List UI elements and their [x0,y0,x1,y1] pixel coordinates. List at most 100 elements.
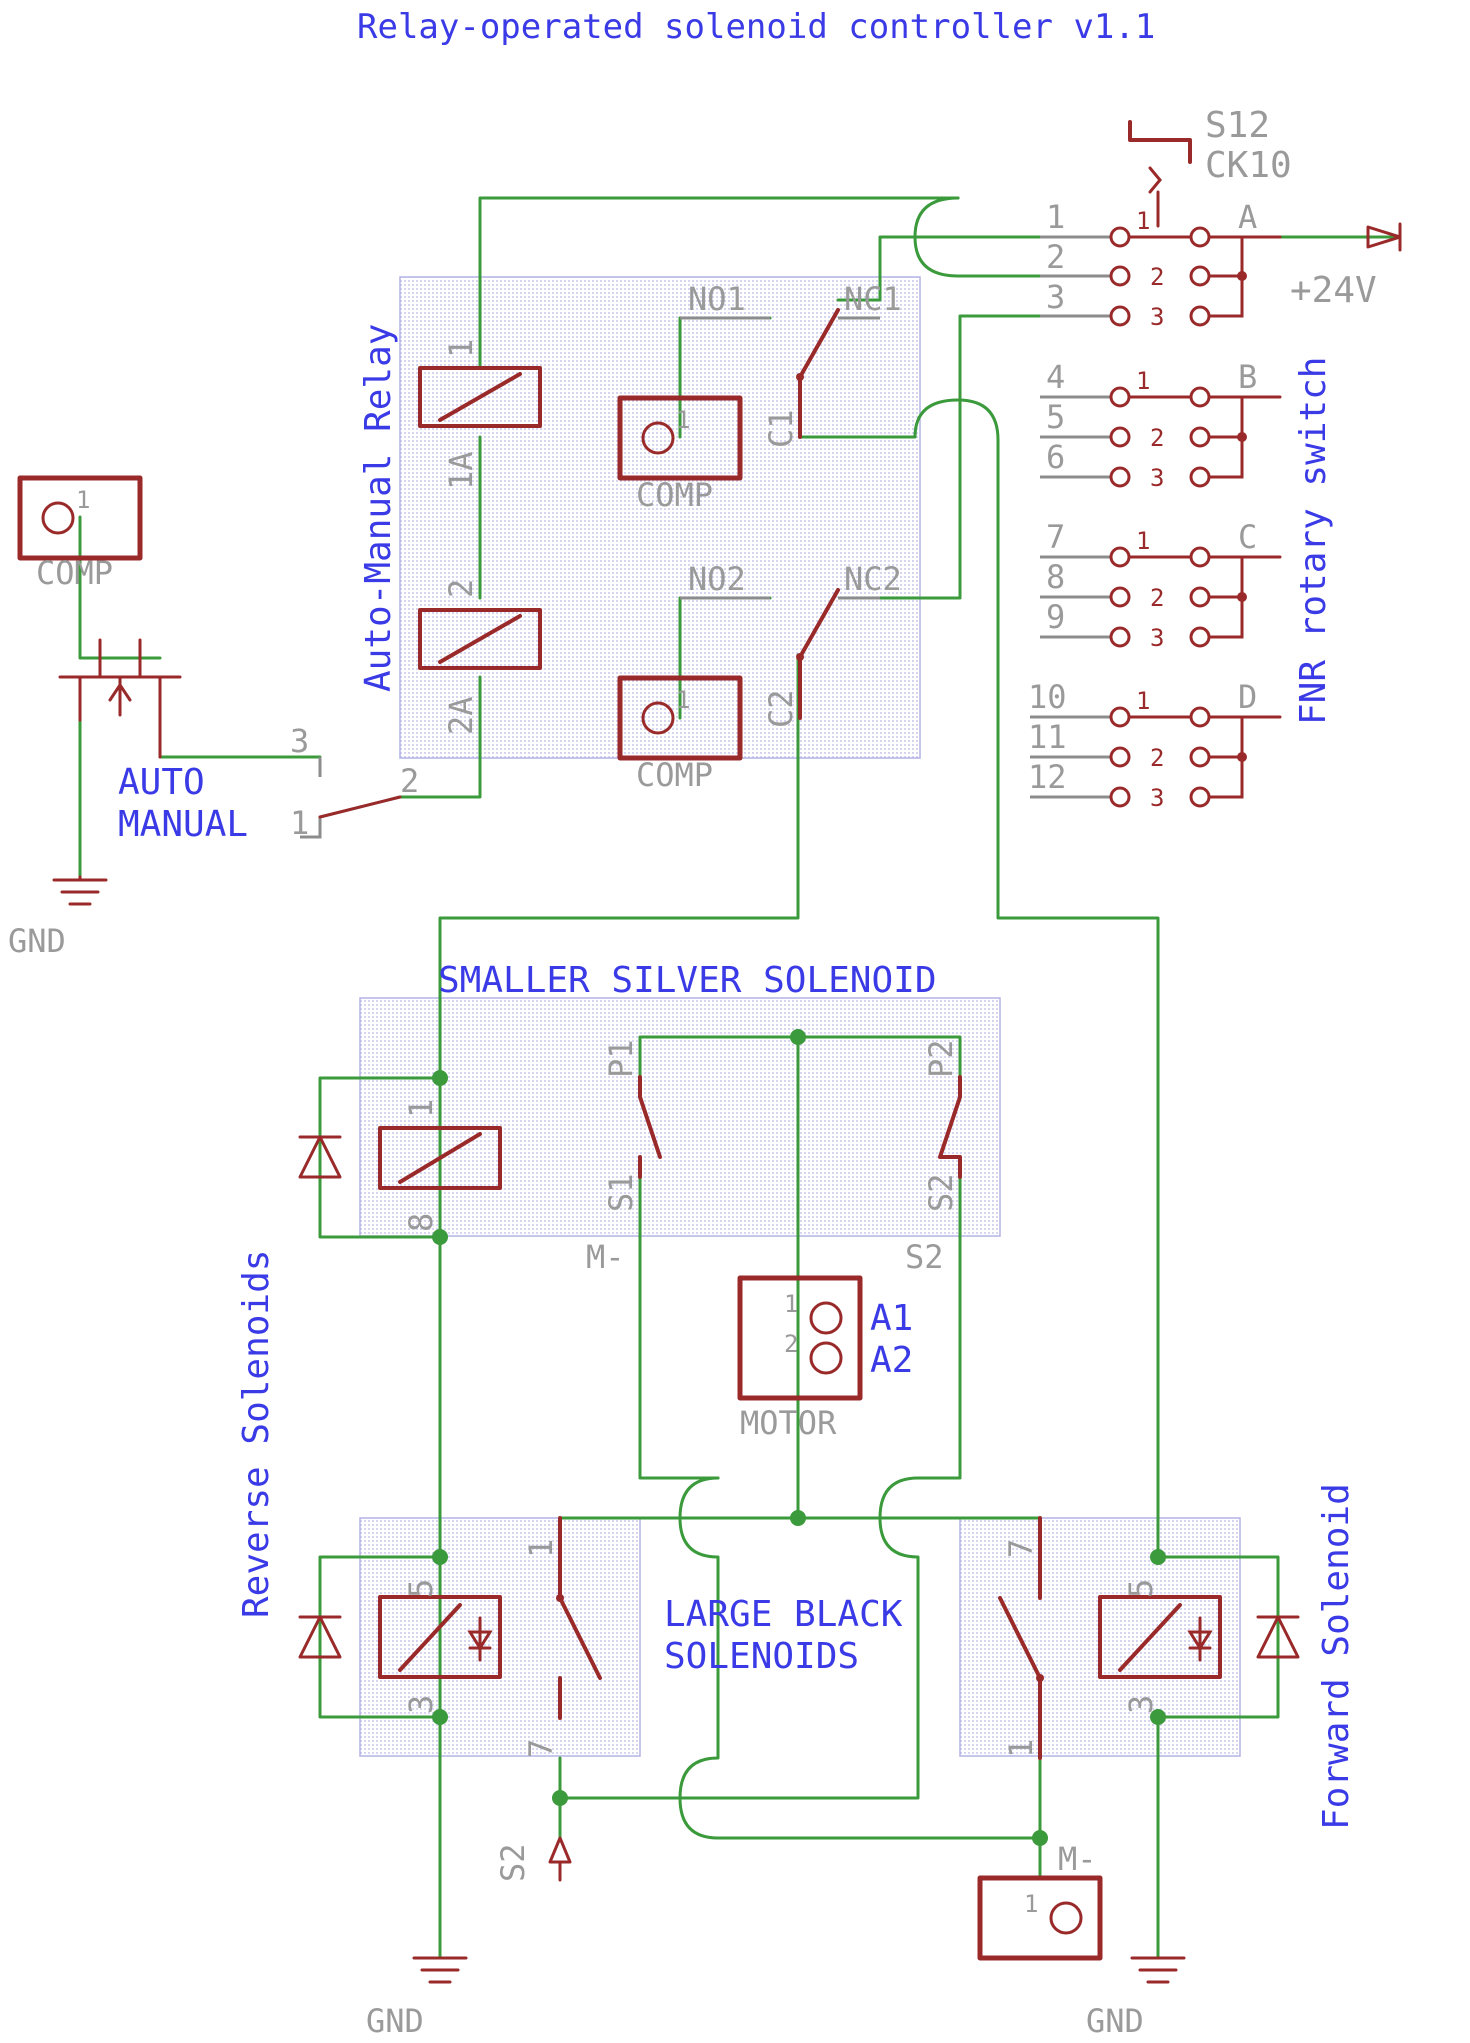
svg-text:S1: S1 [602,1173,640,1212]
schematic-title: Relay-operated solenoid controller v1.1 [357,7,1155,47]
rotary-pin-8: 8 [1046,558,1065,596]
wafer-c-label: C [1238,518,1257,556]
svg-text:NO1: NO1 [688,280,746,318]
svg-text:1A: 1A [442,451,480,490]
s2-supply-arrow [548,1836,572,1882]
s2-silver-label: S2 [905,1238,944,1276]
rotary-pin-12: 12 [1028,758,1067,796]
ground-symbol-reverse [412,1956,468,1984]
ground-symbol-forward [1130,1956,1186,1984]
svg-text:1: 1 [676,686,690,714]
motor-name: MOTOR [740,1404,837,1442]
auto-label: AUTO [118,762,205,803]
svg-text:1: 1 [1136,527,1150,555]
reverse-solenoid-switch [556,1516,602,1720]
svg-text:8: 8 [402,1213,440,1232]
svg-text:3: 3 [402,1695,440,1714]
silver-contact-p2 [938,1075,962,1179]
svg-text:3: 3 [1150,303,1164,331]
manual-label: MANUAL [118,804,248,845]
comp-connector-2[interactable] [617,675,743,761]
smaller-silver-solenoid-body [359,997,1001,1237]
svg-text:3: 3 [290,722,309,760]
junctions [432,1029,1166,1846]
svg-text:1: 1 [784,1290,798,1318]
motor-connector[interactable] [737,1275,863,1401]
relay-contact-2 [680,588,880,720]
svg-text:3: 3 [1150,784,1164,812]
svg-text:2: 2 [784,1330,798,1358]
svg-text:1: 1 [676,406,690,434]
svg-text:2: 2 [1150,744,1164,772]
reverse-solenoid-diode [298,1615,342,1659]
ground-symbol-left [52,875,108,906]
comp-connector-1[interactable] [617,395,743,481]
rotary-pin-4: 4 [1046,358,1065,396]
svg-text:7: 7 [522,1739,560,1758]
svg-text:3: 3 [1150,624,1164,652]
svg-text:P2: P2 [922,1039,960,1078]
svg-text:7: 7 [1002,1539,1040,1558]
relay-contact-1 [680,308,880,439]
forward-solenoid-diode [1256,1615,1300,1659]
silver-solenoid-coil [378,1126,502,1190]
large-black-label-2: SOLENOIDS [664,1636,859,1677]
auto-manual-switch[interactable] [300,757,402,839]
svg-text:2: 2 [1150,584,1164,612]
rotary-pin-3: 3 [1046,278,1065,316]
a1-label: A1 [870,1298,913,1339]
svg-text:1: 1 [1136,367,1150,395]
fnr-rotary-switch-label: FNR rotary switch [1293,357,1334,725]
svg-text:C2: C2 [762,689,800,728]
m-minus-silver-label: M- [586,1238,625,1276]
rotary-pin-11: 11 [1028,718,1067,756]
comp-connector-left[interactable] [17,475,143,561]
svg-text:1: 1 [1002,1739,1040,1758]
svg-text:1: 1 [522,1539,560,1558]
a2-label: A2 [870,1340,913,1381]
gnd-reverse-label: GND [366,2002,424,2040]
wafer-b-label: B [1238,358,1257,396]
svg-text:NC2: NC2 [844,560,902,598]
m-minus-connector[interactable] [977,1875,1103,1961]
ck10-value: CK10 [1205,145,1292,186]
rotary-pin-2: 2 [1046,238,1065,276]
svg-text:C1: C1 [762,409,800,448]
svg-text:2A: 2A [442,696,480,735]
rotary-pin-7: 7 [1046,518,1065,556]
rotary-pin-10: 10 [1028,678,1067,716]
svg-text:1: 1 [1024,1890,1038,1918]
plus-24v-label: +24V [1290,270,1377,311]
gnd-left-label: GND [8,922,66,960]
comp-2-name: COMP [636,756,713,794]
rotary-pin-6: 6 [1046,438,1065,476]
svg-text:5: 5 [1122,1579,1160,1598]
svg-text:1: 1 [76,486,90,514]
svg-text:3: 3 [1150,464,1164,492]
svg-text:1: 1 [290,804,309,842]
gnd-forward-label: GND [1086,2002,1144,2040]
reverse-solenoid-coil [378,1595,502,1679]
rotary-switch[interactable] [1030,120,1402,808]
m-minus-label: M- [1058,1840,1097,1878]
svg-text:1: 1 [442,339,480,358]
forward-solenoid-label: Forward Solenoid [1316,1483,1357,1830]
svg-text:S2: S2 [922,1173,960,1212]
auto-manual-relay-label: Auto-Manual Relay [358,324,399,692]
forward-solenoid-coil [1098,1595,1222,1679]
wafer-d-label: D [1238,678,1257,716]
s12-name: S12 [1205,105,1270,146]
smaller-silver-solenoid-label: SMALLER SILVER SOLENOID [438,960,937,1001]
forward-solenoid-switch [998,1516,1044,1760]
rotary-pin-9: 9 [1046,598,1065,636]
reverse-solenoids-label: Reverse Solenoids [236,1250,277,1618]
svg-text:1: 1 [402,1099,440,1118]
svg-text:P1: P1 [602,1039,640,1078]
comp-1-name: COMP [636,476,713,514]
svg-text:1: 1 [1136,207,1150,235]
relay-coil-1 [418,366,542,428]
svg-text:2: 2 [442,579,480,598]
svg-text:NC1: NC1 [844,280,902,318]
rotary-pin-1: 1 [1046,198,1065,236]
svg-text:NO2: NO2 [688,560,746,598]
